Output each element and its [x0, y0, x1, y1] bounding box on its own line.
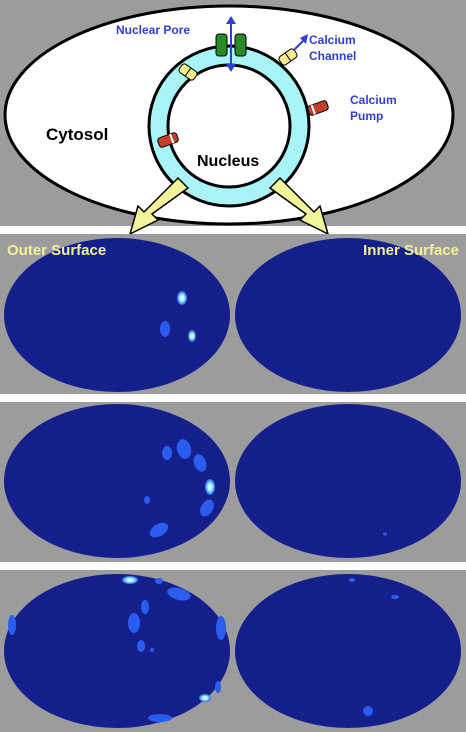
- yellow-arrow-icon: [128, 176, 190, 236]
- inner-surface-label: Inner Surface: [363, 242, 459, 259]
- calcium-pump-icon: [307, 100, 329, 116]
- channel-pointer-arrowhead: [300, 34, 308, 44]
- cytosol-label: Cytosol: [46, 125, 108, 144]
- outer-surface-map: [4, 404, 230, 558]
- nuclear-pore-icon: [215, 33, 247, 57]
- cell-diagram-panel: Cytosol Nucleus Nuclear Pore Calcium: [0, 0, 466, 236]
- double-arrow-icon: [226, 16, 236, 72]
- outer-surface-label: Outer Surface: [7, 242, 106, 259]
- calcium-channel-label: Calcium Channel: [309, 33, 359, 63]
- map-row-3: [0, 570, 466, 732]
- calcium-channel-icon: [178, 63, 198, 81]
- calcium-pump-label: Calcium Pump: [350, 93, 400, 123]
- calcium-pump-icon: [157, 132, 179, 148]
- nucleus-label: Nucleus: [197, 153, 259, 170]
- calcium-spots: [160, 291, 196, 342]
- calcium-spots: [8, 576, 399, 722]
- map-row-2: [0, 402, 466, 562]
- inner-surface-map: [235, 574, 461, 728]
- outer-surface-map: [4, 574, 230, 728]
- yellow-arrow-icon: [268, 176, 330, 236]
- inner-surface-map: [235, 404, 461, 558]
- nuclear-pore-label: Nuclear Pore: [116, 23, 190, 37]
- outer-surface-map: [4, 238, 230, 392]
- calcium-spots: [144, 439, 387, 538]
- calcium-channel-icon: [278, 48, 298, 66]
- map-row-1: Outer Surface Inner Surface: [0, 234, 466, 394]
- inner-surface-map: [235, 238, 461, 392]
